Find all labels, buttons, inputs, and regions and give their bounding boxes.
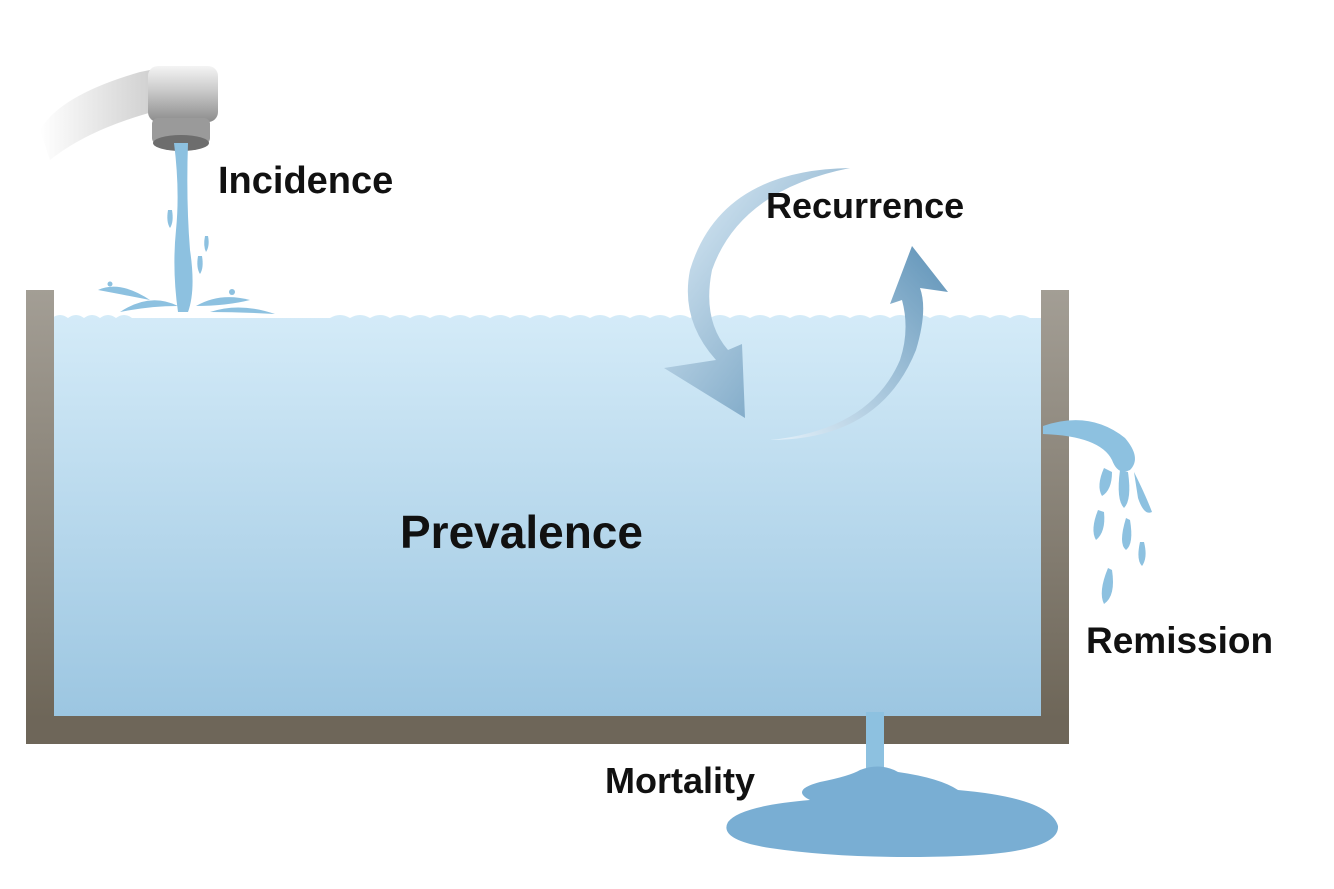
incidence-label: Incidence xyxy=(218,160,394,202)
mortality-label: Mortality xyxy=(605,760,756,801)
prevalence-label: Prevalence xyxy=(400,506,643,558)
remission-stream xyxy=(1043,420,1152,604)
mortality-stream xyxy=(726,712,1059,857)
recurrence-label: Recurrence xyxy=(766,185,965,226)
incidence-stream xyxy=(98,143,275,314)
recurrence-cycle-icon xyxy=(664,168,948,440)
remission-label: Remission xyxy=(1086,620,1274,661)
water-body xyxy=(52,315,1043,716)
tank-walls xyxy=(26,290,1069,744)
faucet-icon xyxy=(40,66,218,160)
